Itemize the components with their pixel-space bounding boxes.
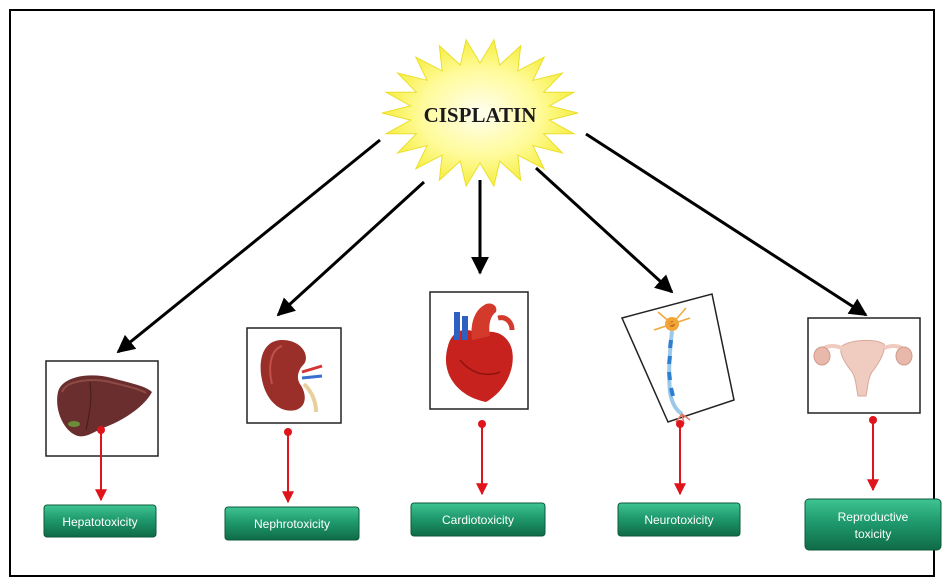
neuron-panel: [620, 293, 735, 425]
red-connectors: [95, 420, 879, 504]
arrow-to-uterus: [585, 132, 868, 317]
cisplatin-burst: CISPLATIN: [381, 38, 579, 188]
label-hepatotoxicity: Hepatotoxicity: [43, 504, 157, 538]
red-dots: [97, 416, 877, 436]
svg-text:toxicity: toxicity: [855, 527, 892, 541]
arrow-to-kidney: [276, 180, 426, 317]
arrow-to-liver: [116, 138, 381, 354]
svg-text:Nephrotoxicity: Nephrotoxicity: [254, 517, 330, 531]
label-reproductive-toxicity: Reproductive toxicity: [804, 498, 942, 551]
svg-text:Neurotoxicity: Neurotoxicity: [644, 513, 713, 527]
black-arrows: [116, 132, 868, 354]
arrow-to-neuron: [534, 166, 674, 294]
kidney-panel: [246, 327, 342, 424]
center-label: CISPLATIN: [424, 103, 537, 127]
kidney-icon: [260, 340, 323, 413]
svg-text:Reproductive: Reproductive: [838, 510, 909, 524]
svg-text:Hepatotoxicity: Hepatotoxicity: [62, 515, 137, 529]
label-neurotoxicity: Neurotoxicity: [617, 502, 741, 537]
uterus-icon: [813, 339, 913, 397]
uterus-panel: [807, 317, 921, 414]
heart-panel: [429, 291, 529, 410]
heart-icon: [445, 303, 515, 402]
neuron-icon: [653, 307, 691, 425]
label-cardiotoxicity: Cardiotoxicity: [410, 502, 546, 537]
label-nephrotoxicity: Nephrotoxicity: [224, 506, 360, 541]
liver-icon: [57, 375, 152, 437]
svg-text:Cardiotoxicity: Cardiotoxicity: [442, 513, 514, 527]
